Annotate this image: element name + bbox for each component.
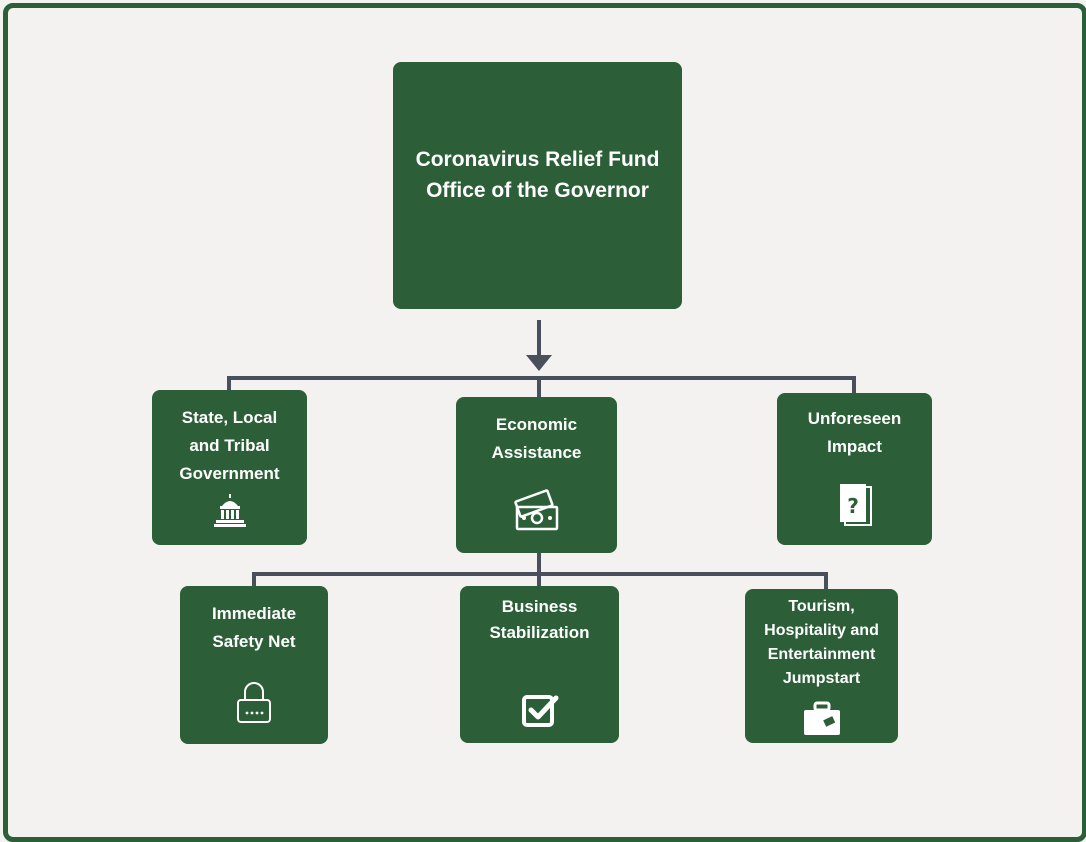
node-state-local-tribal: State, Local and Tribal Government (152, 390, 307, 545)
root-title: Coronavirus Relief Fund Office of the Go… (415, 148, 660, 202)
node-label: Tourism, Hospitality and Entertainment J… (764, 598, 879, 687)
node-label: Economic Assistance (491, 415, 582, 462)
node-tourism-hospitality: Tourism, Hospitality and Entertainment J… (745, 589, 898, 743)
money-bills-icon (512, 489, 562, 540)
capitol-building-icon (213, 494, 247, 533)
suitcase-icon (802, 701, 842, 742)
node-label: Immediate Safety Net (211, 604, 297, 651)
checkbox-icon (520, 692, 560, 735)
node-label: Business Stabilization (489, 597, 590, 642)
node-label: State, Local and Tribal Government (179, 408, 280, 483)
question-book-icon: ? (837, 483, 873, 534)
node-unforeseen-impact: Unforeseen Impact ? (777, 393, 932, 545)
node-immediate-safety-net: Immediate Safety Net (180, 586, 328, 744)
padlock-icon (234, 682, 274, 729)
node-economic-assistance: Economic Assistance (456, 397, 617, 553)
svg-text:?: ? (847, 494, 859, 518)
node-label: Unforeseen Impact (807, 409, 902, 456)
arrow-head (526, 355, 552, 371)
root-node: Coronavirus Relief Fund Office of the Go… (393, 62, 682, 309)
node-business-stabilization: Business Stabilization (460, 586, 619, 743)
